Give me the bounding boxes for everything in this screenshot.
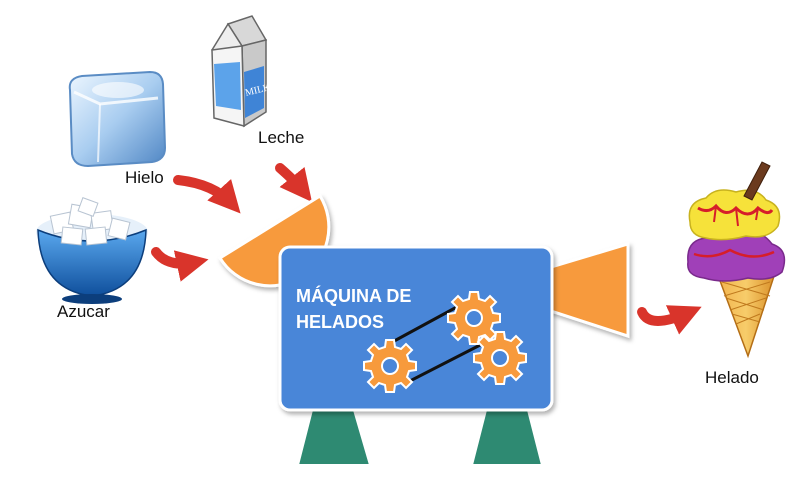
gear-belt [384, 300, 467, 348]
gear-icon [473, 331, 527, 385]
label-hielo: Hielo [125, 168, 164, 187]
input-arrows [151, 163, 702, 335]
gear-icon [447, 291, 501, 345]
label-helado: Helado [705, 368, 759, 387]
machine-title: MÁQUINA DE HELADOS [296, 283, 411, 335]
gear-icon [363, 339, 417, 393]
machine-leg-left [296, 409, 372, 466]
arrow-helado [637, 305, 702, 335]
arrow-leche [275, 163, 312, 202]
ice-cube-icon [68, 70, 167, 168]
gear-belt [407, 340, 487, 384]
sugar-bowl-icon [36, 197, 148, 304]
output-nozzle [546, 241, 630, 339]
arrow-hielo [173, 175, 241, 214]
label-azucar: Azucar [57, 302, 110, 321]
label-leche: Leche [258, 128, 305, 147]
machine-title-line1: MÁQUINA DE [296, 286, 412, 306]
machine-title-line2: HELADOS [296, 312, 385, 332]
machine-leg-right [470, 409, 544, 466]
arrow-azucar [151, 247, 209, 282]
milk-carton-icon: MILK [211, 15, 272, 128]
ice-cream-cone-icon [687, 161, 786, 359]
